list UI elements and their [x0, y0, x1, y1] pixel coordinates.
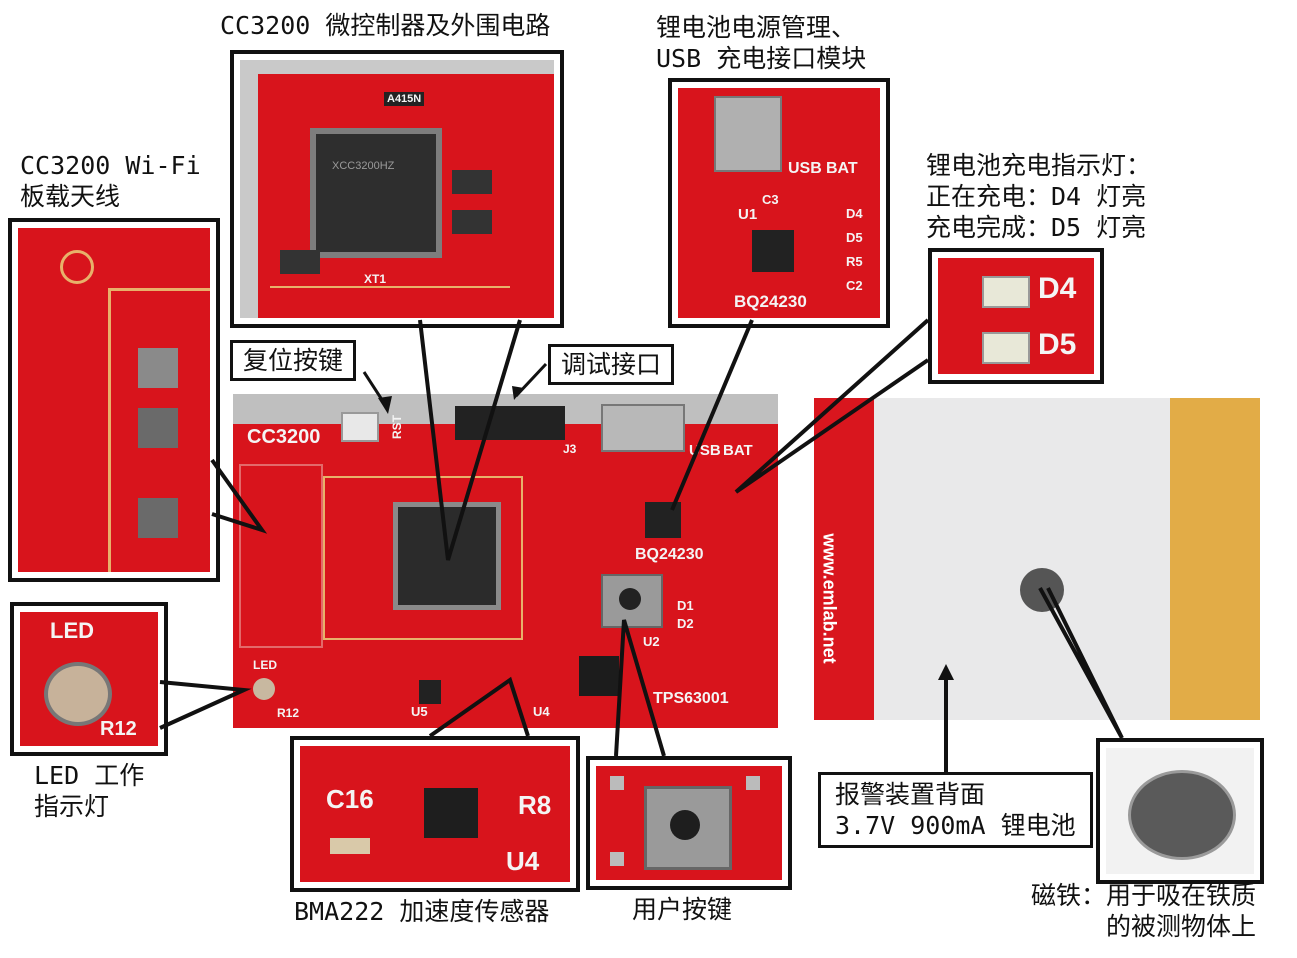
power-zoom-chip [752, 230, 794, 272]
power-zoom-usb-label: USB [788, 160, 822, 177]
power-label: 锂电池电源管理、 USB 充电接口模块 [656, 12, 866, 74]
battery-url: www.emlab.net [819, 533, 840, 664]
charge-zoom-d4: D4 [1038, 272, 1077, 305]
led-callout-line [159, 680, 252, 730]
accel-chip-photo [419, 680, 441, 704]
antenna-zoom-box [8, 218, 220, 582]
mcu-zoom-chip [310, 128, 442, 258]
power-zoom-r5: R5 [846, 254, 863, 269]
user-key-zoom-cap [670, 810, 700, 840]
usb-port-photo [601, 404, 685, 452]
user-key-label: 用户按键 [632, 895, 733, 924]
led-zoom-body [44, 662, 112, 726]
magnet-zoom-box [1096, 738, 1264, 884]
power-zoom-c3: C3 [762, 192, 779, 207]
led-work-label: LED 工作 指示灯 [34, 760, 144, 822]
power-zoom-d4: D4 [846, 206, 863, 221]
charge-indicator-label: 锂电池充电指示灯： 正在充电：D4 灯亮 充电完成：D5 灯亮 [926, 150, 1151, 243]
mcu-label: CC3200 微控制器及外围电路 [220, 11, 551, 40]
debug-header-photo [455, 406, 565, 440]
reset-key-tag: 复位按键 [230, 340, 357, 381]
power-zoom-c2: C2 [846, 278, 863, 293]
led-zoom-r12: R12 [100, 718, 137, 740]
magnet-label-line1: 磁铁：用于吸在铁质 [1031, 881, 1257, 910]
debug-arrow-line [514, 362, 548, 398]
accel-label: BMA222 加速度传感器 [294, 897, 550, 926]
charger-chip-photo [645, 502, 681, 538]
led-d5-photo [982, 332, 1030, 364]
pcb-r12: R12 [277, 706, 300, 720]
user-key-zoom-box [586, 756, 792, 890]
charge-zoom-d5: D5 [1038, 328, 1077, 361]
mcu-zoom-a415: A415N [384, 92, 425, 106]
pcb-board-name: CC3200 [247, 426, 321, 448]
magnet-label-line2: 的被测物体上 [1106, 912, 1257, 941]
power-zoom-box: USB BAT C3 U1 D4 D5 R5 C2 BQ24230 [668, 78, 890, 328]
back-label-line1: 报警装置背面 [835, 780, 986, 809]
power-zoom-bq: BQ24230 [734, 292, 807, 311]
main-pcb-photo: CC3200 RST J3 USB BAT BQ24230 D1 D2 TPS6… [233, 394, 778, 728]
battery-back-photo: www.emlab.net [814, 398, 1279, 720]
antenna-label-line2: 板载天线 [20, 182, 121, 211]
charge-led-zoom-box: D4 D5 [928, 248, 1104, 384]
magnet-label: 磁铁：用于吸在铁质 的被测物体上 [1020, 880, 1256, 942]
debug-port-tag: 调试接口 [548, 344, 675, 385]
user-button-cap [619, 588, 641, 610]
antenna-area-photo [239, 464, 323, 648]
antenna-zoom-pad [60, 250, 94, 284]
power-zoom-u1: U1 [738, 206, 758, 223]
pcb-bat: BAT [723, 442, 753, 459]
accel-zoom-r8: R8 [518, 790, 552, 820]
mcu-shield-outline [323, 476, 523, 640]
mcu-zoom-box: XCC3200HZ A415N XT1 [230, 50, 564, 328]
power-label-line2: USB 充电接口模块 [656, 44, 867, 73]
magnet-photo-small [1020, 568, 1064, 612]
power-zoom-d5: D5 [846, 230, 863, 245]
accel-zoom-box: C16 R8 U4 [290, 736, 580, 892]
led-label-line1: LED 工作 [34, 761, 145, 790]
pcb-j3: J3 [563, 442, 577, 456]
magnet-zoom-disc [1128, 770, 1236, 860]
power-zoom-usb [714, 96, 782, 172]
led-label-line2: 指示灯 [34, 792, 110, 821]
accel-zoom-chip [424, 788, 478, 838]
accel-zoom-c16: C16 [326, 784, 374, 814]
accel-zoom-u4: U4 [506, 846, 540, 876]
pcb-u2: U2 [643, 634, 660, 649]
regulator-chip-photo [579, 656, 619, 696]
led-zoom-box: LED R12 [10, 602, 168, 756]
reset-switch-photo [341, 412, 379, 442]
back-label-line2: 3.7V 900mA 锂电池 [835, 811, 1076, 840]
pcb-rst: RST [390, 415, 404, 439]
mcu-zoom-xt1: XT1 [364, 272, 387, 286]
antenna-label-line1: CC3200 Wi-Fi [20, 151, 201, 180]
pcb-led: LED [253, 658, 277, 672]
led-photo-small [253, 678, 275, 700]
antenna-label: CC3200 Wi-Fi 板载天线 [20, 150, 201, 212]
led-d4-photo [982, 276, 1030, 308]
charge-label-line1: 锂电池充电指示灯： [926, 151, 1152, 180]
pcb-u4: U4 [533, 704, 550, 719]
battery-back-tag: 报警装置背面 3.7V 900mA 锂电池 [818, 772, 1093, 848]
pcb-bq24230: BQ24230 [635, 546, 704, 563]
pcb-tps63001: TPS63001 [653, 690, 729, 707]
pcb-d1: D1 [677, 598, 694, 613]
charge-label-line3: 充电完成：D5 灯亮 [926, 213, 1147, 242]
power-label-line1: 锂电池电源管理、 [656, 13, 857, 42]
charge-label-line2: 正在充电：D4 灯亮 [926, 182, 1147, 211]
mcu-zoom-chip-label: XCC3200HZ [332, 160, 395, 172]
pcb-u5: U5 [411, 704, 428, 719]
power-zoom-bat-label: BAT [826, 160, 858, 177]
pcb-usb: USB [689, 442, 721, 459]
pcb-d2: D2 [677, 616, 694, 631]
led-zoom-led: LED [50, 618, 94, 643]
